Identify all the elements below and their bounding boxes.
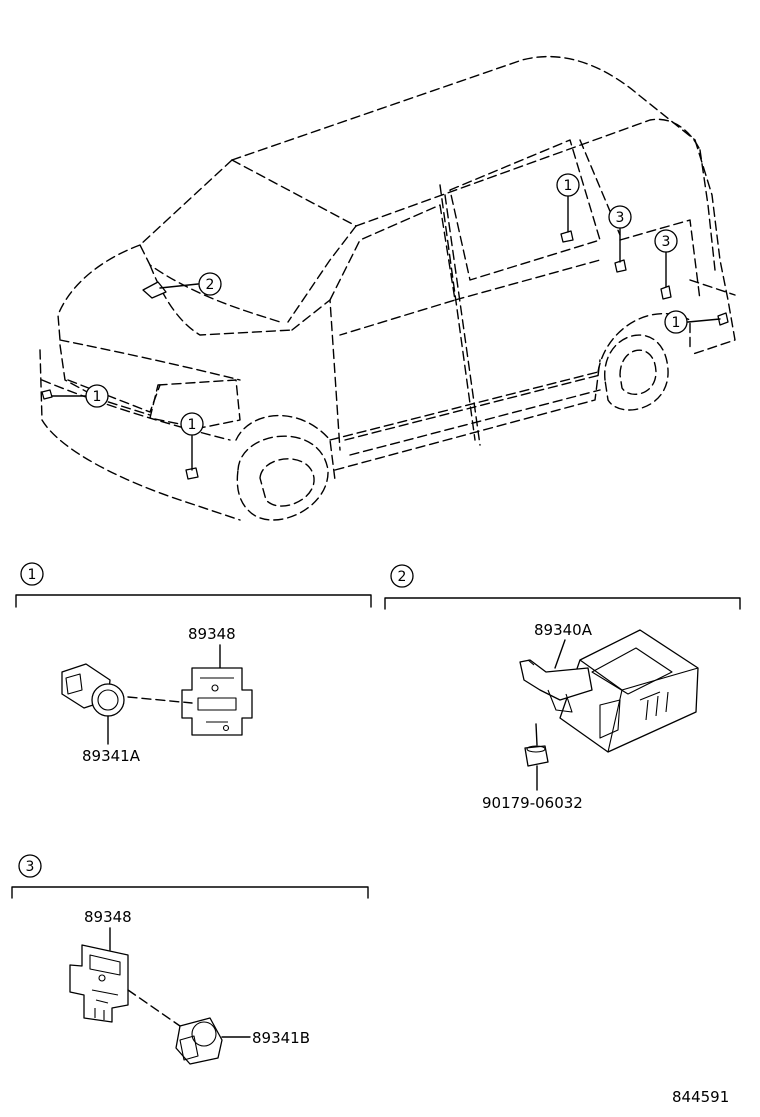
group-2-bracket-line <box>384 597 741 610</box>
svg-text:3: 3 <box>616 210 625 226</box>
group-2-mount-bracket <box>519 659 593 701</box>
group-1-bracket <box>181 667 253 736</box>
rear-side-sensor-marker <box>560 230 574 243</box>
group-3-bracket-line <box>11 886 369 899</box>
group-3-sensor-label: 89341B <box>252 1029 310 1047</box>
group-3-bracket-label: 89348 <box>84 908 132 926</box>
svg-text:2: 2 <box>398 569 407 585</box>
svg-text:1: 1 <box>93 389 102 405</box>
callout-1-front-center <box>180 412 204 436</box>
svg-text:1: 1 <box>28 567 37 583</box>
group-2: 2 89340A 90179-06032 <box>384 564 741 812</box>
svg-text:3: 3 <box>26 859 35 875</box>
group-1-sensor-label: 89341A <box>82 747 141 765</box>
rear-sensor-marker-b <box>660 285 672 300</box>
vehicle-sensor-markers <box>41 195 729 480</box>
ecu-marker <box>142 281 167 299</box>
group-2-ecu-label: 89340A <box>534 621 593 639</box>
group-3-bracket <box>69 944 129 1023</box>
svg-text:1: 1 <box>672 315 681 331</box>
callout-2-ecu <box>198 272 222 296</box>
callout-3-rear-a <box>608 205 632 229</box>
callout-3-rear-b <box>654 229 678 253</box>
svg-text:3: 3 <box>662 234 671 250</box>
callout-1-front-left <box>85 384 109 408</box>
group-3-badge <box>18 854 42 878</box>
front-corner-sensor-marker <box>41 389 53 400</box>
rear-bumper-sensor-marker <box>717 312 729 326</box>
group-1-bracket-label: 89348 <box>188 625 236 643</box>
svg-text:1: 1 <box>188 417 197 433</box>
group-2-nut-label: 90179-06032 <box>482 794 583 812</box>
group-3: 3 89348 89341B <box>11 854 369 1065</box>
callout-1-side <box>556 173 580 197</box>
group-1-sensor-face <box>91 683 125 717</box>
svg-text:1: 1 <box>564 178 573 194</box>
vehicle-callouts: 1 1 2 1 3 3 1 <box>85 173 688 436</box>
svg-text:2: 2 <box>206 277 215 293</box>
callout-1-rear-bumper <box>664 310 688 334</box>
diagram-id: 844591 <box>672 1088 729 1106</box>
vehicle-outline <box>39 55 736 521</box>
group-3-sensor-body <box>175 1017 223 1065</box>
group-1-bracket-line <box>15 594 372 608</box>
group-1-badge <box>20 562 44 586</box>
rear-sensor-marker-a <box>614 259 627 273</box>
group-2-badge <box>390 564 414 588</box>
group-2-ecu <box>559 629 699 753</box>
group-1: 1 89348 89341A <box>15 562 372 765</box>
